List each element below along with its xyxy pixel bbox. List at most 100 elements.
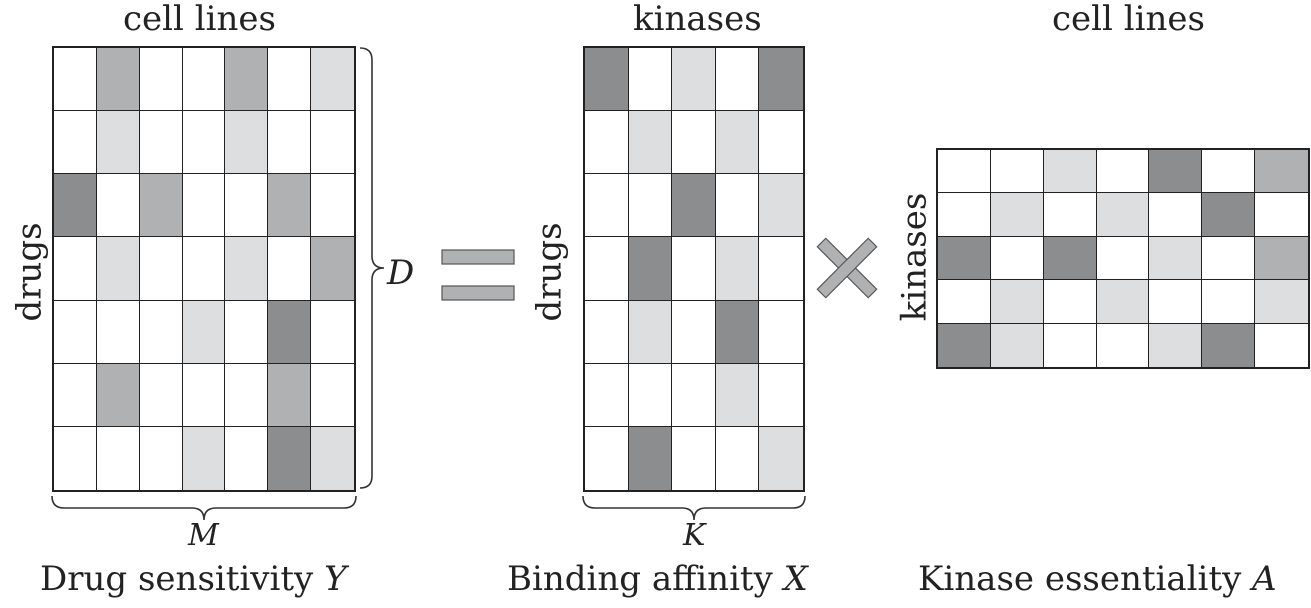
matrix-cell (182, 111, 226, 175)
matrix-y-top-label: cell lines (123, 0, 276, 39)
matrix-cell (585, 174, 629, 238)
matrix-cell (759, 111, 803, 175)
matrix-cell (1255, 150, 1308, 194)
matrix-cell (628, 237, 673, 301)
brace-right-d (359, 47, 385, 489)
matrix-cell (938, 280, 991, 324)
matrix-cell (759, 48, 803, 112)
matrix-cell (311, 300, 354, 364)
matrix-cell (938, 236, 991, 281)
matrix-cell (1043, 193, 1097, 237)
matrix-cell (585, 300, 629, 364)
matrix-cell (759, 300, 803, 364)
matrix-cell (1043, 150, 1097, 194)
matrix-cell (54, 48, 97, 112)
matrix-cell (139, 48, 183, 112)
matrix-cell (311, 174, 354, 238)
matrix-cell (311, 111, 354, 175)
matrix-cell (182, 48, 226, 112)
matrix-cell (1043, 236, 1097, 281)
matrix-cell (311, 363, 354, 427)
matrix-cell (759, 363, 803, 427)
matrix-cell (139, 363, 183, 427)
matrix-cell (54, 111, 97, 175)
matrix-cell (96, 363, 140, 427)
matrix-y-brace-right-label: D (387, 253, 415, 293)
matrix-cell (225, 363, 269, 427)
matrix-cell (311, 426, 354, 490)
matrix-a-grid (936, 148, 1310, 369)
matrix-cell (54, 426, 97, 490)
matrix-cell (182, 174, 226, 238)
matrix-cell (96, 300, 140, 364)
matrix-x-caption-symbol: X (783, 559, 808, 599)
matrix-cell (990, 150, 1044, 194)
matrix-cell (225, 300, 269, 364)
matrix-cell (585, 237, 629, 301)
matrix-cell (311, 48, 354, 112)
matrix-cell (628, 111, 673, 175)
matrix-cell (182, 237, 226, 301)
matrix-cell (225, 426, 269, 490)
matrix-cell (268, 174, 312, 238)
matrix-cell (672, 237, 716, 301)
multiply-icon (816, 237, 878, 299)
matrix-a-top-label: cell lines (1052, 0, 1205, 39)
matrix-cell (225, 237, 269, 301)
matrix-x-caption-text: Binding affinity (507, 559, 773, 599)
matrix-cell (585, 426, 629, 490)
matrix-cell (585, 111, 629, 175)
matrix-cell (182, 363, 226, 427)
matrix-cell (96, 426, 140, 490)
matrix-cell (759, 237, 803, 301)
matrix-cell (182, 426, 226, 490)
matrix-cell (54, 174, 97, 238)
matrix-y-caption-text: Drug sensitivity (40, 559, 314, 599)
matrix-y-caption: Drug sensitivity Y (40, 562, 347, 596)
matrix-cell (628, 48, 673, 112)
matrix-cell (715, 48, 760, 112)
matrix-x-caption: Binding affinity X (507, 562, 808, 596)
matrix-cell (1149, 236, 1203, 281)
matrix-cell (1202, 280, 1256, 324)
matrix-y-brace-bottom-label: M (188, 518, 219, 553)
matrix-cell (1096, 150, 1150, 194)
matrix-cell (759, 174, 803, 238)
matrix-cell (1149, 150, 1203, 194)
matrix-cell (1096, 236, 1150, 281)
matrix-cell (990, 236, 1044, 281)
matrix-cell (225, 174, 269, 238)
matrix-cell (938, 193, 991, 237)
matrix-y-caption-symbol: Y (324, 559, 347, 599)
matrix-cell (990, 280, 1044, 324)
matrix-cell (1202, 323, 1256, 367)
matrix-cell (139, 111, 183, 175)
matrix-cell (139, 237, 183, 301)
matrix-a-caption-symbol: A (1252, 559, 1277, 599)
matrix-cell (139, 426, 183, 490)
matrix-cell (268, 111, 312, 175)
matrix-cell (96, 237, 140, 301)
matrix-a-caption: Kinase essentiality A (918, 562, 1277, 596)
matrix-cell (54, 363, 97, 427)
matrix-cell (96, 48, 140, 112)
matrix-cell (139, 300, 183, 364)
matrix-cell (672, 48, 716, 112)
matrix-cell (1149, 280, 1203, 324)
matrix-cell (628, 426, 673, 490)
brace-bottom-m (51, 495, 357, 521)
matrix-cell (715, 363, 760, 427)
matrix-cell (1043, 323, 1097, 367)
matrix-cell (1255, 323, 1308, 367)
matrix-cell (672, 174, 716, 238)
matrix-x-brace-bottom-label: K (683, 518, 706, 553)
brace-bottom-k (582, 495, 806, 521)
matrix-cell (628, 363, 673, 427)
matrix-cell (938, 150, 991, 194)
matrix-cell (715, 174, 760, 238)
matrix-cell (1202, 236, 1256, 281)
matrix-cell (672, 111, 716, 175)
matrix-cell (990, 323, 1044, 367)
matrix-cell (225, 111, 269, 175)
